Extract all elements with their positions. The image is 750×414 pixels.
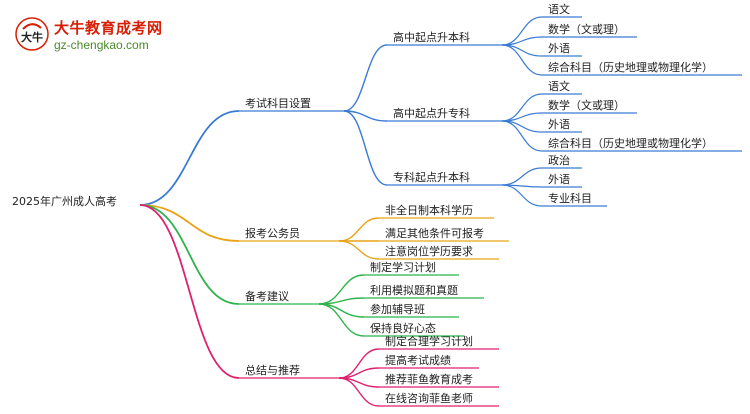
leaf-0-1-1: 数学（文或理） [548, 98, 625, 112]
edge-branch-0-2 [343, 110, 388, 186]
edge-branch-3-3 [338, 377, 380, 407]
edge-branch-2-3 [318, 303, 365, 337]
brand-url: gz-chengkao.com [54, 38, 149, 52]
branch-node-1: 报考公务员 [245, 226, 300, 240]
leaf-0-0-3: 综合科目（历史地理或物理化学） [548, 60, 713, 74]
leaf-0-1-3: 综合科目（历史地理或物理化学） [548, 136, 713, 150]
leaf-0-1-0: 语文 [548, 79, 570, 93]
brand-logo: 大牛 大牛教育成考网 gz-chengkao.com [14, 14, 164, 56]
leaf-0-0-1: 数学（文或理） [548, 22, 625, 36]
leaf-0-0-0: 语文 [548, 2, 570, 16]
edge-leaf-0-0-3 [501, 44, 543, 76]
subnode-3-3: 在线咨询菲鱼老师 [385, 391, 473, 405]
branch-node-3: 总结与推荐 [245, 363, 300, 377]
edge-root-branch-0 [139, 110, 240, 206]
edge-branch-0-0 [343, 44, 388, 112]
edge-branch-1-2 [338, 240, 380, 260]
edge-root-branch-2 [139, 204, 240, 305]
branch-node-2: 备考建议 [245, 289, 289, 303]
subnode-0-1: 高中起点升专科 [393, 106, 470, 120]
subnode-1-0: 非全日制本科学历 [385, 203, 473, 217]
leaf-0-2-1: 外语 [548, 173, 570, 186]
edge-branch-2-0 [318, 274, 365, 305]
leaf-0-2-2: 专业科目 [548, 191, 592, 205]
edge-branch-2-1 [318, 297, 365, 305]
edge-branch-0-1 [343, 110, 388, 122]
edge-root-branch-3 [139, 204, 240, 379]
subnode-2-0: 制定学习计划 [370, 260, 436, 274]
subnode-1-1: 满足其他条件可报考 [385, 226, 484, 240]
edge-leaf-0-2-2 [501, 184, 543, 207]
leaf-0-0-2: 外语 [548, 42, 570, 55]
leaf-0-2-0: 政治 [548, 153, 570, 167]
subnode-1-2: 注意岗位学历要求 [385, 244, 473, 258]
subnode-2-2: 参加辅导班 [370, 302, 425, 316]
edge-root-branch-1 [139, 204, 240, 242]
branch-node-0: 考试科目设置 [245, 96, 311, 110]
brand-title: 大牛教育成考网 [54, 19, 163, 37]
subnode-0-0: 高中起点升本科 [393, 30, 470, 44]
edge-branch-2-2 [318, 303, 365, 318]
subnode-2-1: 利用模拟题和真题 [370, 283, 458, 297]
edge-leaf-0-1-3 [501, 120, 543, 152]
edge-branch-1-0 [338, 217, 380, 242]
root-node: 2025年广州成人高考 [12, 194, 117, 208]
subnode-2-3: 保持良好心态 [370, 321, 436, 335]
subnode-0-2: 专科起点升本科 [393, 170, 470, 184]
logo-mark-icon: 大牛 [15, 17, 49, 51]
subnode-3-2: 推荐菲鱼教育成考 [385, 372, 473, 386]
subnode-3-0: 制定合理学习计划 [385, 334, 473, 348]
subnode-3-1: 提高考试成绩 [385, 353, 451, 367]
edge-leaf-0-2-0 [501, 167, 543, 186]
leaf-0-1-2: 外语 [548, 118, 570, 131]
logo-mark-text: 大牛 [21, 30, 43, 44]
